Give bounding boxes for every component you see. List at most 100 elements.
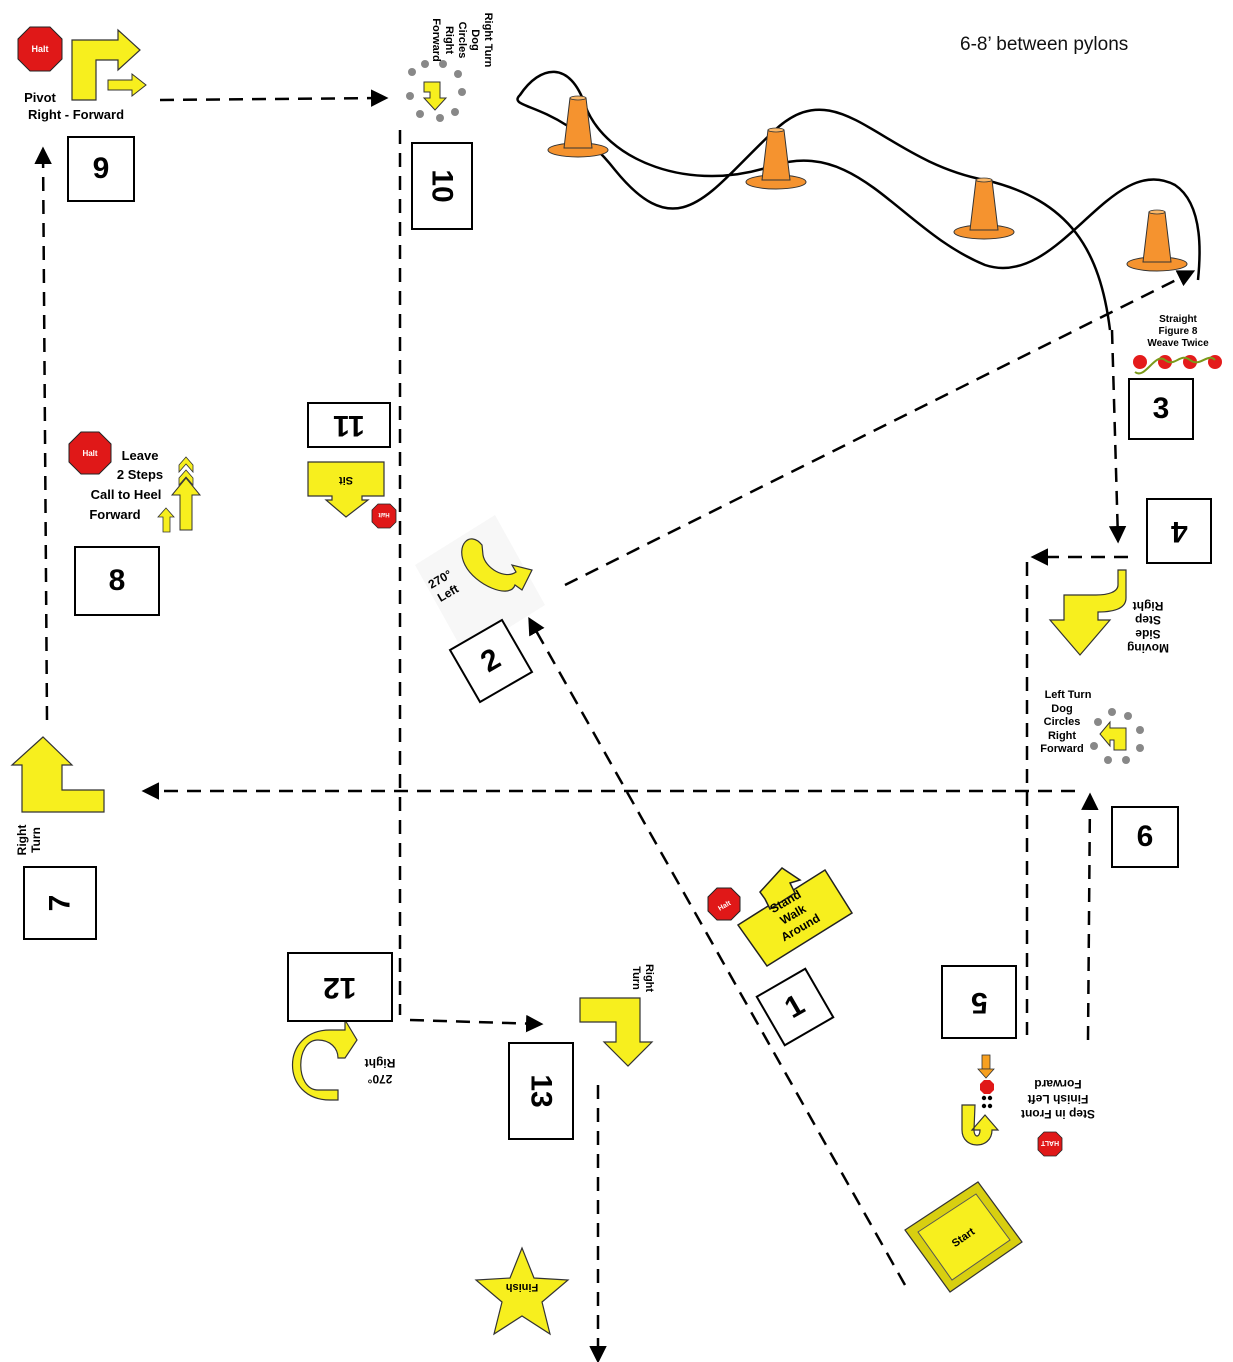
station-box-8: 8 — [74, 546, 160, 616]
sign-3-line-1: Straight — [1159, 314, 1197, 325]
sign-10-line-3: Circles — [456, 22, 468, 59]
station-number: 5 — [970, 986, 988, 1019]
station-box-5: 5 — [941, 965, 1017, 1039]
start-sign: Start — [904, 1181, 1023, 1293]
cone-icon — [547, 95, 609, 158]
cone-icon — [745, 127, 807, 190]
path-12-to-13 — [409, 1014, 544, 1033]
arrow-down-icon — [307, 461, 385, 518]
station-box-12: 12 — [287, 952, 393, 1022]
arrow-down-icon — [1048, 569, 1127, 656]
station-number: 4 — [1170, 515, 1188, 548]
station-number: 3 — [1152, 392, 1170, 425]
station-box-10: 10 — [411, 142, 473, 230]
sign-13-line-2: Turn — [630, 966, 642, 990]
sign-12-word: Right — [365, 1056, 396, 1070]
sign-6-line-3: Circles — [1044, 716, 1081, 728]
station-box-7: 7 — [23, 866, 97, 940]
sign-10-right-turn-circles: Right Turn Dog Circles Right Forward — [406, 13, 494, 122]
path-2-to-3 — [564, 270, 1196, 587]
sign-10-line-2: Dog — [469, 29, 481, 50]
sign-7-line-1: Right — [15, 825, 29, 856]
halt-icon — [17, 26, 63, 72]
station-box-4: 4 — [1146, 498, 1212, 564]
sign-4-line-1: Moving — [1127, 641, 1169, 655]
sign-9-line-1: Pivot — [24, 90, 56, 105]
chevron-up-icon — [178, 469, 194, 487]
station-number: 6 — [1136, 820, 1154, 853]
halt-icon — [707, 887, 741, 921]
sign-11-sit: Sit — [339, 474, 353, 486]
pylon-spacing-note: 6-8’ between pylons — [960, 34, 1129, 55]
sign-3-line-3: Weave Twice — [1147, 338, 1209, 349]
sign-6-line-2: Dog — [1051, 703, 1072, 715]
path-start-to-2 — [528, 616, 907, 1286]
sign-12-270-right: 270° Right — [291, 1017, 396, 1101]
sign-13-right-turn: Right Turn — [579, 964, 655, 1067]
halt-label: Halt — [31, 44, 48, 54]
halt-icon — [980, 1080, 994, 1094]
station-box-6: 6 — [1111, 806, 1179, 868]
arrow-turn-icon — [10, 736, 105, 813]
arrow-down-icon — [422, 81, 448, 111]
station-number: 7 — [43, 894, 76, 912]
u-turn-arrow-icon — [961, 1104, 1000, 1146]
sign-4-line-2: Side — [1135, 627, 1161, 641]
sign-8-line-4: Forward — [89, 507, 140, 522]
sign-9-pivot-right: Halt Pivot Right - Forward — [17, 26, 147, 122]
station-number: 10 — [426, 169, 459, 203]
path-5-to-6 — [1081, 792, 1099, 1041]
sign-5-line-1: Step in Front — [1021, 1107, 1095, 1121]
station-number: 9 — [92, 152, 110, 185]
station-number: 13 — [525, 1074, 558, 1108]
station-number: 12 — [323, 971, 357, 1004]
station-box-13: 13 — [508, 1042, 574, 1140]
station-number: 8 — [108, 564, 126, 597]
chevron-up-icon — [178, 456, 194, 474]
sign-6-left-turn-circles: Left Turn Dog Circles Right Forward — [1040, 689, 1144, 764]
sign-10-line-1: Right Turn — [482, 13, 494, 68]
sign-7-right-turn: Right Turn — [10, 736, 105, 856]
station-number: 1 — [779, 988, 811, 1026]
arrow-up-icon — [170, 477, 202, 531]
cone-icon — [1126, 209, 1188, 272]
halt-label: Halt — [82, 449, 97, 458]
halt-icon — [1037, 1131, 1063, 1157]
halt-label: Halt — [378, 511, 389, 517]
arrow-up-icon — [759, 867, 802, 911]
sign-8-line-1: Leave — [122, 448, 159, 463]
sign-13-line-1: Right — [643, 964, 655, 992]
arrow-turn-icon — [71, 28, 141, 101]
sign-3-line-2: Figure 8 — [1159, 326, 1198, 337]
u-turn-arrow-icon — [461, 538, 533, 592]
sign-5-line-3: Forward — [1034, 1077, 1081, 1091]
sign-6-line-1: Left Turn — [1045, 689, 1092, 701]
halt-icon — [371, 503, 397, 529]
sign-4-line-3: Step — [1135, 613, 1161, 627]
station-box-3: 3 — [1128, 378, 1194, 440]
weave-path — [516, 70, 1201, 331]
sign-3-figure-8: Straight Figure 8 Weave Twice — [1133, 314, 1222, 375]
traffic-cones — [547, 95, 1188, 272]
sign-5-step-in-front: Step in Front Finish Left Forward HALT — [961, 1054, 1095, 1157]
station-box-9: 9 — [67, 136, 135, 202]
sign-8-call-to-heel: Halt Leave 2 Steps Call to Heel Forward — [68, 431, 202, 533]
sign-12-degrees: 270° — [367, 1072, 392, 1086]
sign-1-stand-walk-around: Stand Walk Around Halt — [707, 867, 854, 968]
sign-4-line-4: Right — [1133, 599, 1164, 613]
sign-2-270-left: 270° Left — [415, 515, 545, 655]
finish-label: Finish — [506, 1281, 539, 1293]
halt-label: HALT — [1040, 1139, 1059, 1146]
cone-icon — [953, 177, 1015, 240]
path-9-to-10 — [159, 89, 389, 107]
sign-8-line-2: 2 Steps — [117, 467, 163, 482]
halt-icon — [68, 431, 112, 475]
arrow-up-icon — [157, 507, 175, 533]
weave-dots-icon — [1133, 355, 1222, 375]
station-number: 2 — [475, 642, 507, 680]
station-box-11: 11 — [307, 402, 391, 448]
sign-5-line-2: Finish Left — [1028, 1092, 1089, 1106]
u-turn-arrow-icon — [291, 1017, 358, 1101]
sign-11-sit: Sit Halt — [307, 461, 397, 529]
sign-10-line-5: Forward — [430, 18, 442, 61]
